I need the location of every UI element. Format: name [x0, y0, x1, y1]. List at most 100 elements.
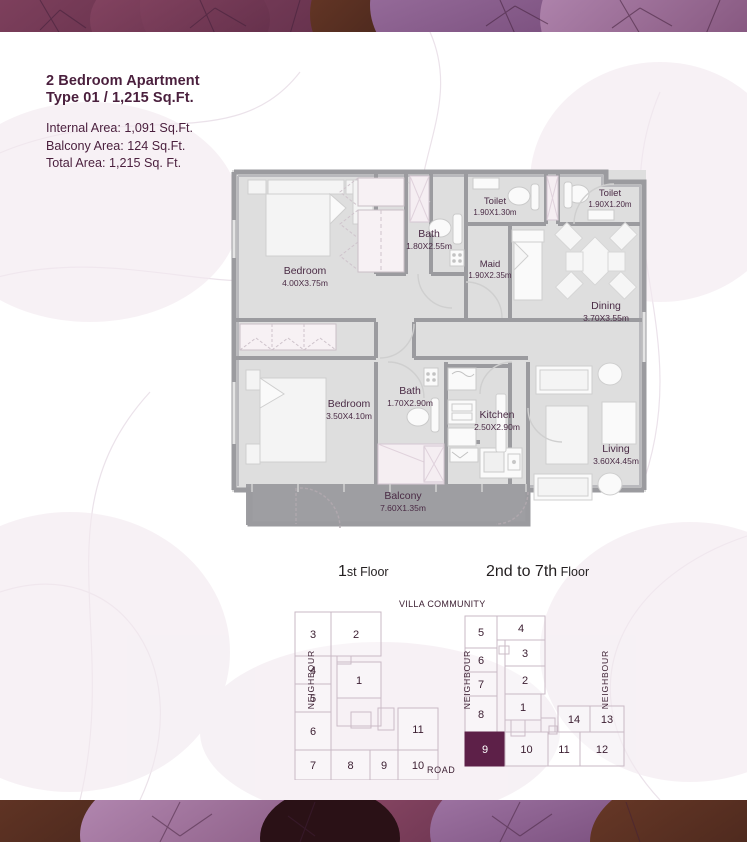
road-label: ROAD [427, 765, 456, 775]
balcony-area-text: Balcony Area: 124 Sq.Ft. [46, 138, 186, 153]
site-unit-number: 3 [310, 629, 316, 641]
furniture-dining-set [554, 221, 638, 300]
site-unit-number: 8 [347, 760, 353, 772]
site-unit-block[interactable] [464, 671, 498, 697]
site-unit-number: 5 [310, 693, 316, 705]
room-label-dims: 3.60X4.45m [593, 456, 639, 466]
furniture-living [495, 362, 637, 501]
site-unit-block[interactable] [330, 611, 382, 657]
site-unit-block[interactable] [504, 693, 542, 721]
site-unit-number: 4 [518, 623, 524, 635]
leaf-artwork-bottom [0, 800, 747, 842]
site-unit-block[interactable] [547, 731, 581, 767]
room-label-dims: 3.70X3.55m [583, 313, 629, 323]
bottom-leaf-band [0, 800, 747, 842]
site-unit-number: 7 [478, 679, 484, 691]
neighbour-label-right: NEIGHBOUR [600, 650, 610, 710]
window-marks [232, 220, 646, 444]
floor-caption-2nd-7th-number: 2nd to 7th [486, 563, 558, 580]
site-unit-block[interactable] [294, 711, 332, 751]
room-label-dims: 7.60X1.35m [380, 503, 426, 513]
site-unit-block[interactable] [504, 665, 546, 695]
door-swings [295, 183, 615, 529]
room-label-dims: 1.90X1.20m [588, 200, 631, 209]
title-block: 2 Bedroom Apartment Type 01 / 1,215 Sq.F… [46, 73, 200, 173]
site-unit-block[interactable] [294, 655, 332, 685]
site-unit-block[interactable] [294, 749, 332, 780]
room-label-dims: 3.50X4.10m [326, 411, 372, 421]
room-label-name: Bath [399, 385, 421, 397]
site-unit-block[interactable] [579, 731, 625, 767]
site-unit-block[interactable] [464, 647, 498, 673]
site-unit-block[interactable] [557, 705, 591, 733]
site-unit-block[interactable] [397, 749, 439, 780]
site-unit-number: 5 [478, 627, 484, 639]
site-unit-block[interactable] [464, 695, 498, 733]
room-labels: Bedroom 4.00X3.75m Bath 1.80X2.55m Toile… [282, 188, 639, 513]
site-unit-number: 11 [558, 744, 569, 756]
floor-plan-svg: Bedroom 4.00X3.75m Bath 1.80X2.55m Toile… [231, 169, 647, 529]
furniture-kitchen [447, 367, 523, 479]
site-unit-number: 4 [310, 665, 316, 677]
furniture-bath-2 [406, 367, 440, 433]
room-label-name: Toilet [484, 196, 507, 207]
furniture-bath-1 [407, 181, 465, 267]
site-unit-block[interactable] [294, 683, 332, 713]
furniture-maid-room [511, 229, 545, 301]
neighbour-label-left: NEIGHBOUR [306, 650, 316, 710]
balcony-railing [251, 484, 527, 492]
site-unit-number: 11 [412, 724, 423, 736]
room-label-name: Toilet [599, 188, 622, 199]
floor-caption-1st-suffix: st Floor [346, 565, 389, 579]
villa-community-label: VILLA COMMUNITY [399, 599, 486, 609]
room-label-name: Dining [591, 300, 621, 312]
leaf-artwork-top [0, 0, 747, 32]
floor-plan-drawing: Bedroom 4.00X3.75m Bath 1.80X2.55m Toile… [228, 162, 652, 540]
site-unit-block[interactable] [397, 707, 439, 751]
site-unit-block[interactable] [336, 661, 382, 699]
wardrobe-bedroom-2 [239, 323, 337, 351]
room-label-name: Balcony [384, 490, 422, 502]
site-unit-number: 1 [356, 675, 362, 687]
room-label-dims: 1.90X1.30m [473, 208, 516, 217]
wardrobe-master [339, 177, 405, 273]
site-unit-number: 6 [478, 655, 484, 667]
room-label-dims: 1.70X2.90m [387, 398, 433, 408]
site-unit-number: 10 [412, 760, 424, 772]
site-unit-number: 14 [568, 714, 580, 726]
room-label-dims: 2.50X2.90m [474, 422, 520, 432]
site-unit-number: 9 [482, 744, 488, 756]
site-unit-block[interactable] [369, 749, 399, 780]
site-unit-number: 9 [381, 760, 387, 772]
room-label-dims: 1.90X2.35m [468, 271, 511, 280]
room-label-name: Bath [418, 228, 440, 240]
area-summary: Internal Area: 1,091 Sq.Ft. Balcony Area… [46, 120, 200, 173]
site-unit-number: 1 [520, 702, 526, 714]
floor-caption-1st-number: 1 [338, 563, 347, 580]
floor-caption-2nd-7th: 2nd to 7th Floor [486, 563, 589, 581]
furniture-toilet-1 [472, 177, 540, 211]
site-unit-block[interactable] [496, 615, 546, 641]
furniture-master-bedroom [247, 179, 374, 257]
room-label-name: Maid [480, 259, 501, 270]
shower-hatch-2 [546, 175, 559, 221]
floor-caption-2nd-7th-suffix: Floor [557, 565, 590, 579]
site-unit-number: 13 [601, 714, 613, 726]
internal-area-text: Internal Area: 1,091 Sq.Ft. [46, 121, 194, 135]
site-unit-number: 12 [596, 744, 608, 756]
site-unit-number: 6 [310, 726, 316, 738]
room-label-name: Living [602, 443, 630, 455]
total-area-text: Total Area: 1,215 Sq. Ft. [46, 156, 182, 170]
room-label-dims: 4.00X3.75m [282, 278, 328, 288]
shower-hatch-3 [377, 443, 445, 485]
site-unit-number: 10 [520, 744, 532, 756]
shower-hatch-1 [409, 175, 430, 223]
site-unit-block[interactable] [504, 731, 549, 767]
site-unit-number: 3 [522, 648, 528, 660]
site-unit-number: 2 [353, 629, 359, 641]
site-unit-block[interactable] [464, 615, 498, 649]
